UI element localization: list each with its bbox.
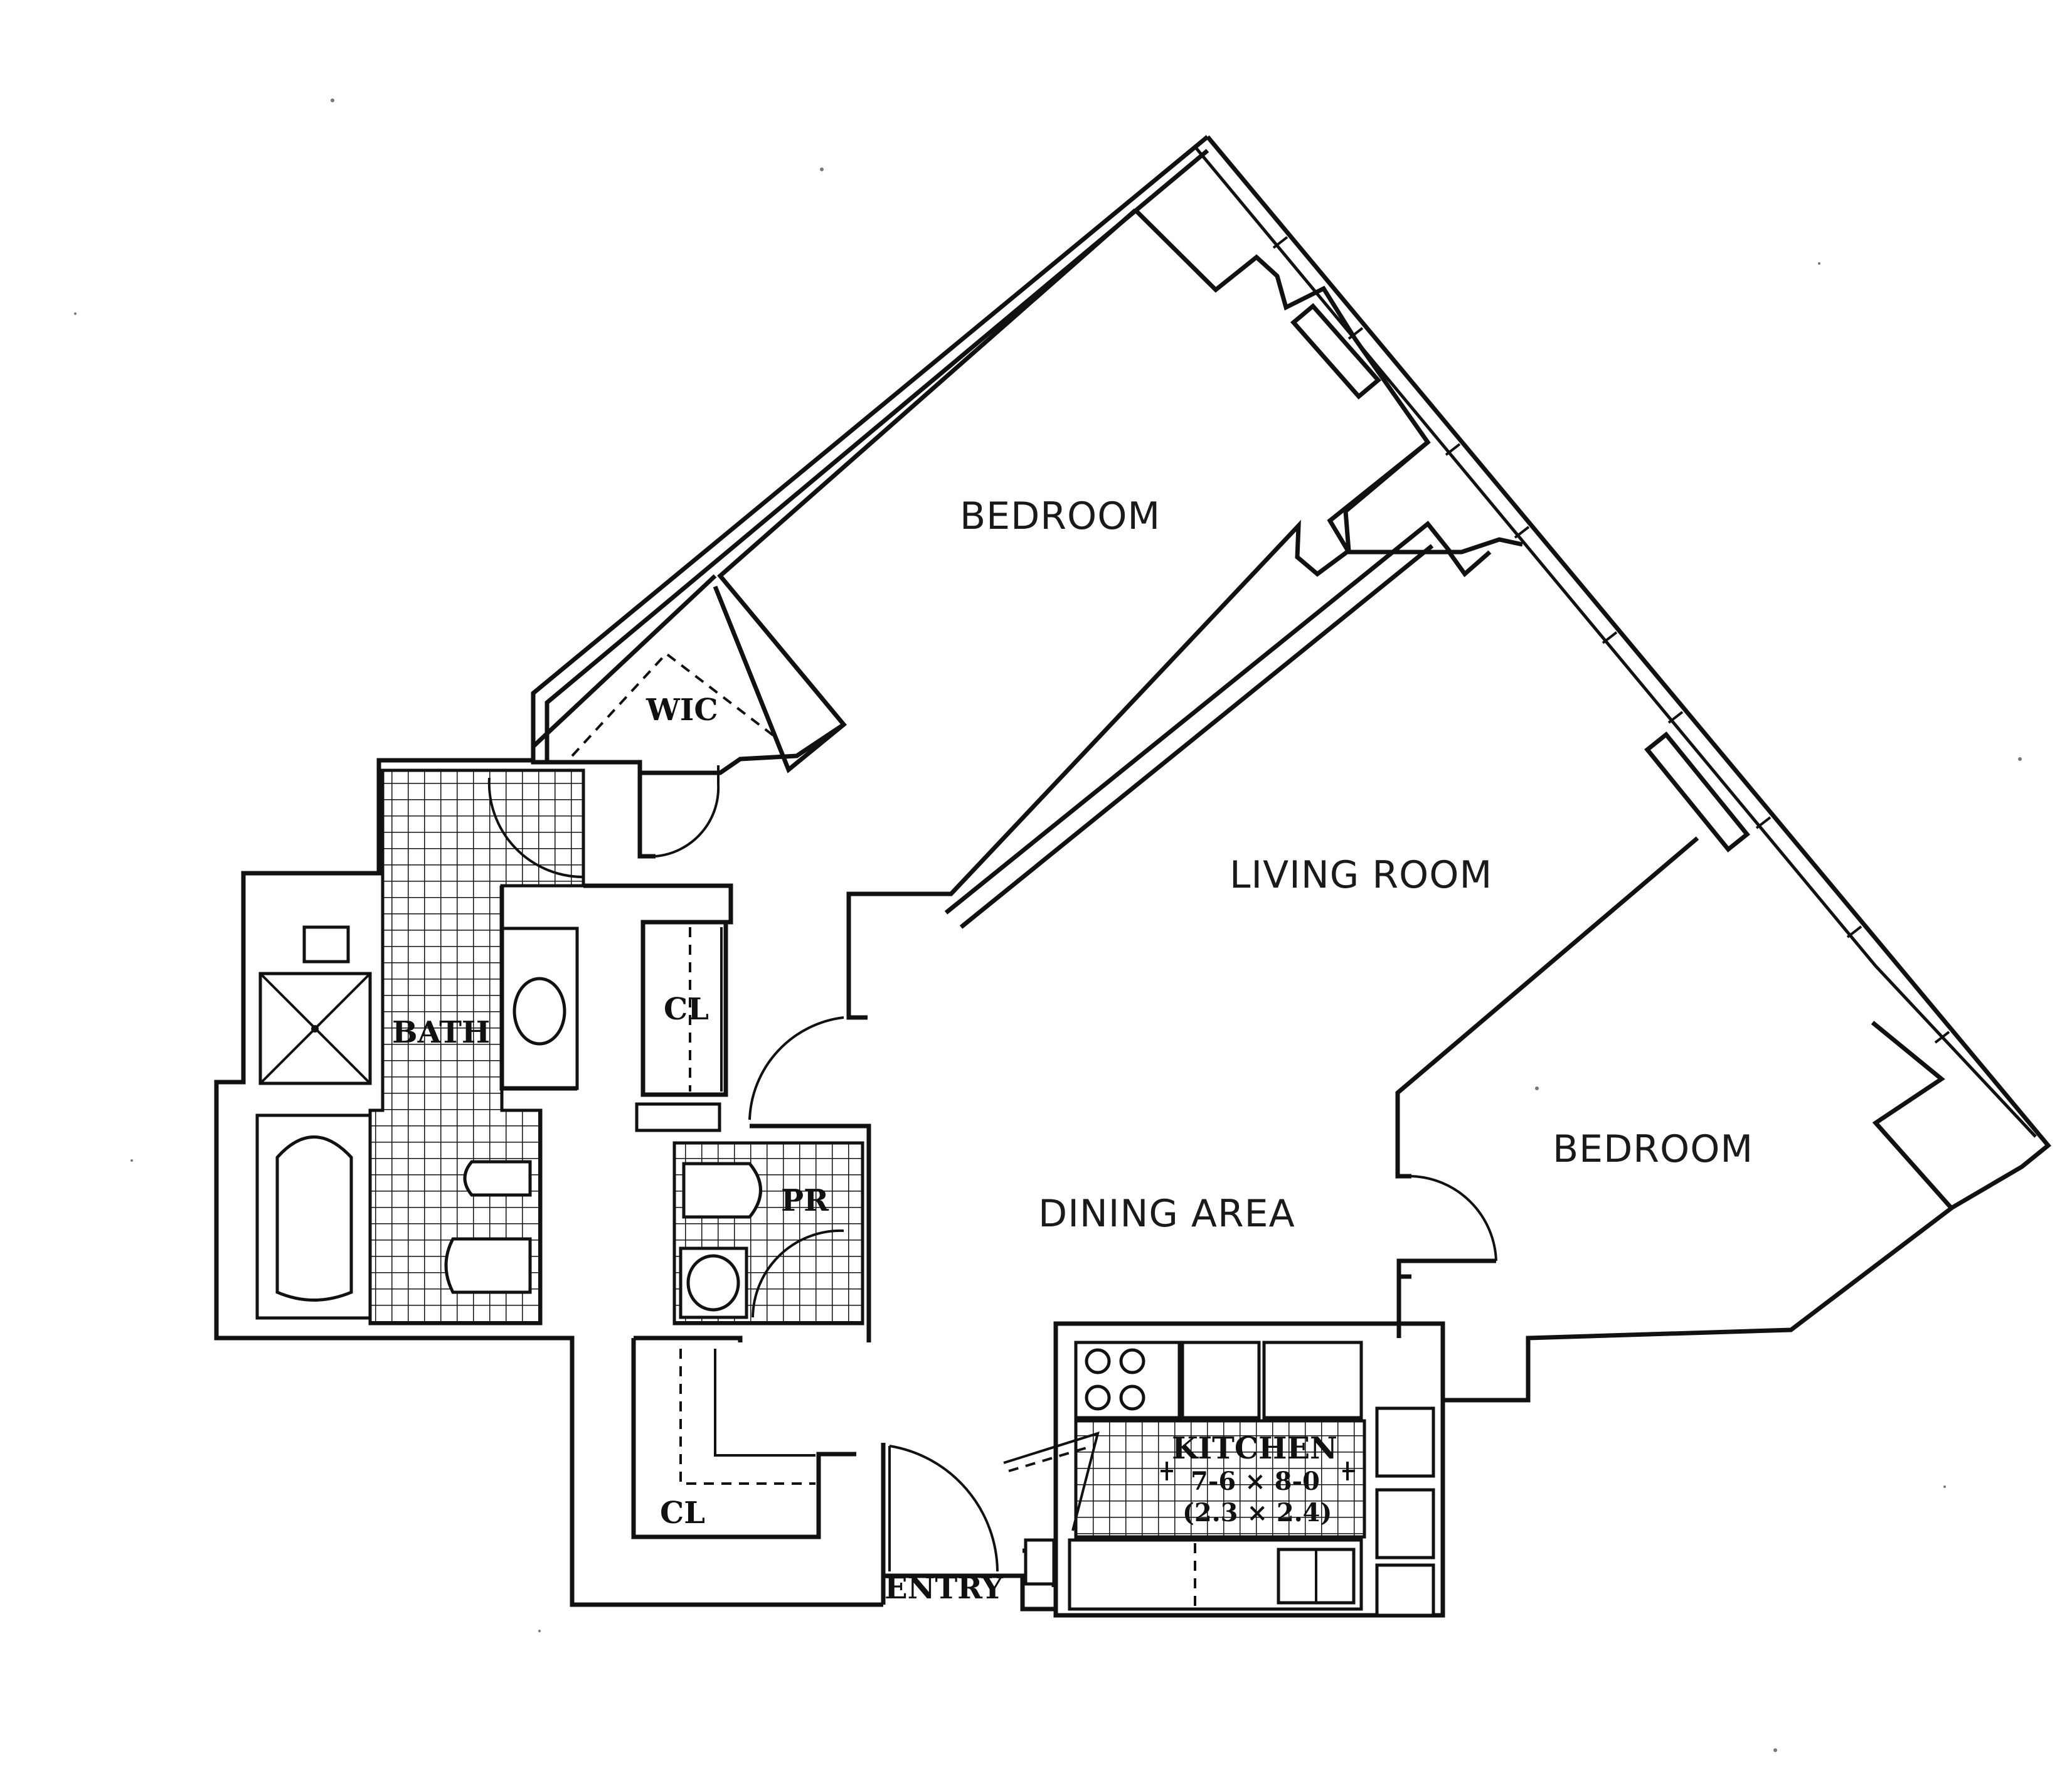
cabinet-1 [1375, 1406, 1435, 1478]
kitchen-dims-metric: (2.3 × 2.4) [1182, 1498, 1332, 1527]
bath-sink [513, 977, 566, 1046]
bath-toilet [444, 1237, 532, 1294]
label-powder-room: PR [781, 1183, 829, 1218]
shower-shelf [302, 925, 350, 964]
counter-upper [1181, 1341, 1261, 1420]
label-bedroom-upper: BEDROOM [960, 494, 1161, 538]
label-bedroom-right: BEDROOM [1553, 1127, 1753, 1171]
kitchen [1003, 1321, 1445, 1618]
scan-specks [74, 98, 2022, 1752]
kitchen-dims-imperial: 7-6 × 8-0 [1191, 1467, 1320, 1496]
upper-bedroom-walls [713, 208, 1523, 1020]
right-bedroom-walls [1395, 836, 1953, 1338]
label-closet-lower: CL [660, 1495, 705, 1531]
pr-sink [686, 1254, 740, 1312]
label-closet-upper: CL [664, 992, 709, 1027]
bath [255, 768, 585, 1325]
label-dining-area: DINING AREA [1038, 1192, 1295, 1236]
hall-closet-lower [631, 1336, 856, 1539]
label-kitchen: KITCHEN [1172, 1431, 1337, 1466]
entry-post [1024, 1538, 1056, 1586]
label-entry: ENTRY [885, 1571, 1004, 1606]
powder-room [672, 1016, 871, 1342]
fridge [1262, 1341, 1363, 1420]
outer-walls [214, 135, 2051, 1618]
label-wic: WIC [646, 693, 718, 728]
cabinet-3 [1375, 1563, 1435, 1617]
label-living-room: LIVING ROOM [1230, 853, 1492, 897]
hall-shelf [635, 1102, 721, 1132]
bidet [463, 1160, 532, 1197]
label-bath: BATH [392, 1015, 490, 1050]
hall-closet-upper [583, 883, 733, 1132]
pr-toilet [682, 1162, 762, 1219]
wic-closet [531, 574, 845, 859]
cabinet-2 [1375, 1488, 1435, 1559]
